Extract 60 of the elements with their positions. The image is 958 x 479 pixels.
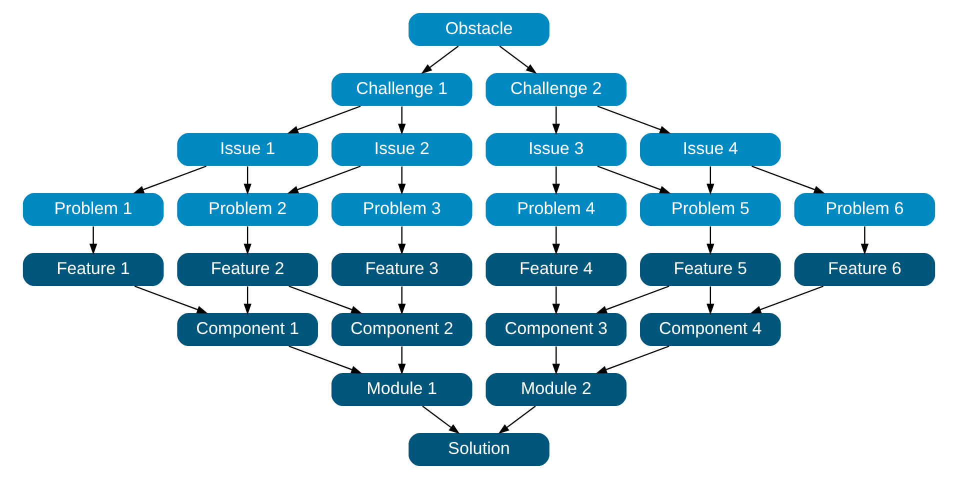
- arrow: [133, 166, 206, 194]
- node-box: Obstacle: [408, 12, 550, 46]
- arrow: [287, 166, 361, 194]
- arrow: [422, 406, 460, 434]
- arrow: [552, 226, 560, 255]
- arrow: [498, 406, 536, 434]
- node-box: Feature 4: [486, 252, 627, 286]
- node-box: Problem 1: [22, 192, 164, 226]
- node-box: Issue 2: [331, 132, 472, 166]
- arrow: [552, 346, 560, 375]
- node-box: Feature 3: [331, 252, 472, 286]
- node-box: Component 3: [486, 312, 627, 346]
- arrow: [398, 286, 406, 315]
- node-box: Feature 1: [22, 252, 164, 286]
- node-box: Problem 6: [794, 192, 936, 226]
- arrow: [706, 226, 714, 255]
- arrow: [597, 106, 671, 134]
- node-box: Feature 2: [177, 252, 318, 286]
- arrow: [398, 226, 406, 255]
- arrow: [398, 166, 406, 195]
- arrow: [552, 106, 560, 135]
- arrow: [398, 346, 406, 375]
- node-box: Problem 3: [331, 192, 472, 226]
- arrow: [421, 46, 459, 74]
- arrow: [552, 166, 560, 195]
- arrow: [752, 166, 825, 194]
- arrow: [287, 106, 361, 134]
- arrow: [134, 286, 208, 314]
- arrow: [244, 286, 252, 315]
- arrow: [89, 226, 98, 255]
- node-box: Feature 6: [794, 252, 936, 286]
- arrow: [398, 106, 406, 135]
- node-box: Feature 5: [640, 252, 781, 286]
- node-box: Issue 3: [486, 132, 627, 166]
- node-box: Solution: [408, 432, 550, 466]
- node-box: Issue 1: [177, 132, 318, 166]
- node-box: Challenge 1: [331, 72, 472, 106]
- arrow: [552, 286, 560, 315]
- arrow: [706, 286, 714, 315]
- arrow: [288, 286, 362, 314]
- arrow: [244, 166, 252, 195]
- node-box: Component 2: [331, 312, 472, 346]
- node-box: Issue 4: [640, 132, 781, 166]
- arrow: [596, 346, 670, 374]
- node-box: Component 4: [640, 312, 781, 346]
- node-box: Module 2: [486, 372, 627, 406]
- node-box: Component 1: [177, 312, 318, 346]
- node-box: Problem 2: [177, 192, 318, 226]
- arrow: [499, 46, 537, 74]
- arrow: [288, 346, 362, 374]
- arrow: [244, 226, 252, 255]
- node-box: Problem 5: [640, 192, 781, 226]
- node-box: Problem 4: [486, 192, 627, 226]
- arrow: [750, 286, 824, 314]
- node-box: Module 1: [331, 372, 472, 406]
- arrow: [596, 286, 670, 314]
- arrow: [706, 166, 714, 195]
- node-box: Challenge 2: [486, 72, 627, 106]
- arrow: [860, 226, 869, 255]
- arrow: [597, 166, 671, 194]
